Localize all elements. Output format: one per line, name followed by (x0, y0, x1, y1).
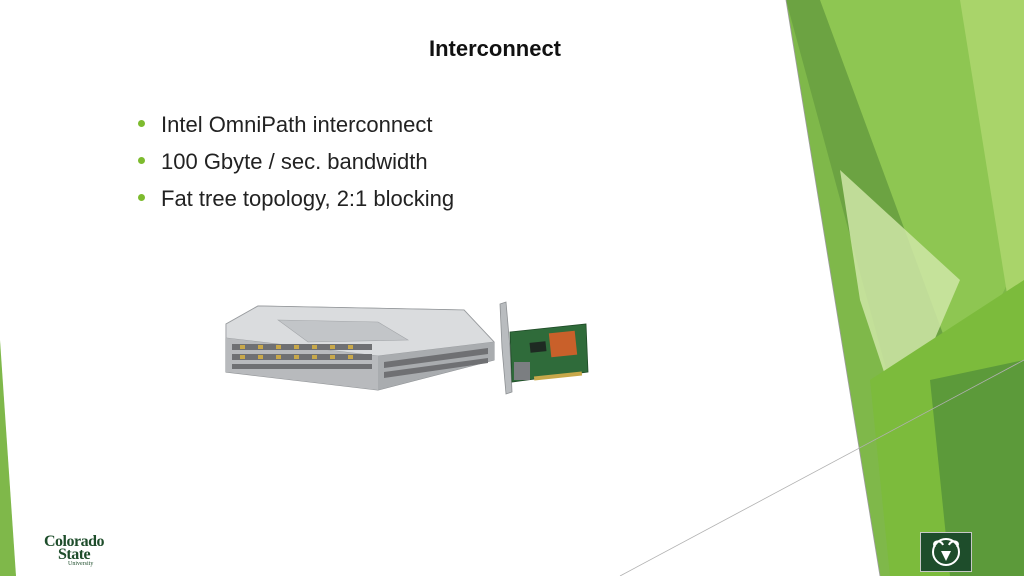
bullet-item: Fat tree topology, 2:1 blocking (136, 180, 454, 217)
network-switch-image (225, 305, 495, 391)
logo-line-1: Colorado (44, 533, 105, 550)
ram-logo-icon (920, 532, 972, 572)
diagonal-line-1 (785, 0, 881, 576)
ram-logo-graphic (932, 538, 960, 566)
light-triangle-shape (840, 170, 960, 420)
right-top-shape (820, 0, 1024, 380)
hardware-images (225, 301, 589, 395)
bullet-text: Fat tree topology, 2:1 blocking (161, 186, 455, 211)
bullet-list: Intel OmniPath interconnect 100 Gbyte / … (136, 106, 454, 217)
bullet-icon (138, 120, 145, 127)
left-edge-shape (0, 340, 16, 576)
bullet-text: Intel OmniPath interconnect (161, 112, 433, 137)
bullet-item: 100 Gbyte / sec. bandwidth (136, 143, 454, 180)
bullet-item: Intel OmniPath interconnect (136, 106, 454, 143)
bullet-text: 100 Gbyte / sec. bandwidth (161, 149, 428, 174)
bottom-right-dark-shape (930, 360, 1024, 576)
bullet-icon (138, 194, 145, 201)
adapter-card-image (499, 301, 589, 395)
csu-logo: Colorado State University (44, 533, 105, 568)
slide-title: Interconnect (428, 36, 562, 61)
logo-line-3: University (68, 561, 94, 567)
diagonal-line-2 (619, 359, 1024, 576)
logo-line-2: State (58, 546, 91, 563)
bullet-icon (138, 157, 145, 164)
